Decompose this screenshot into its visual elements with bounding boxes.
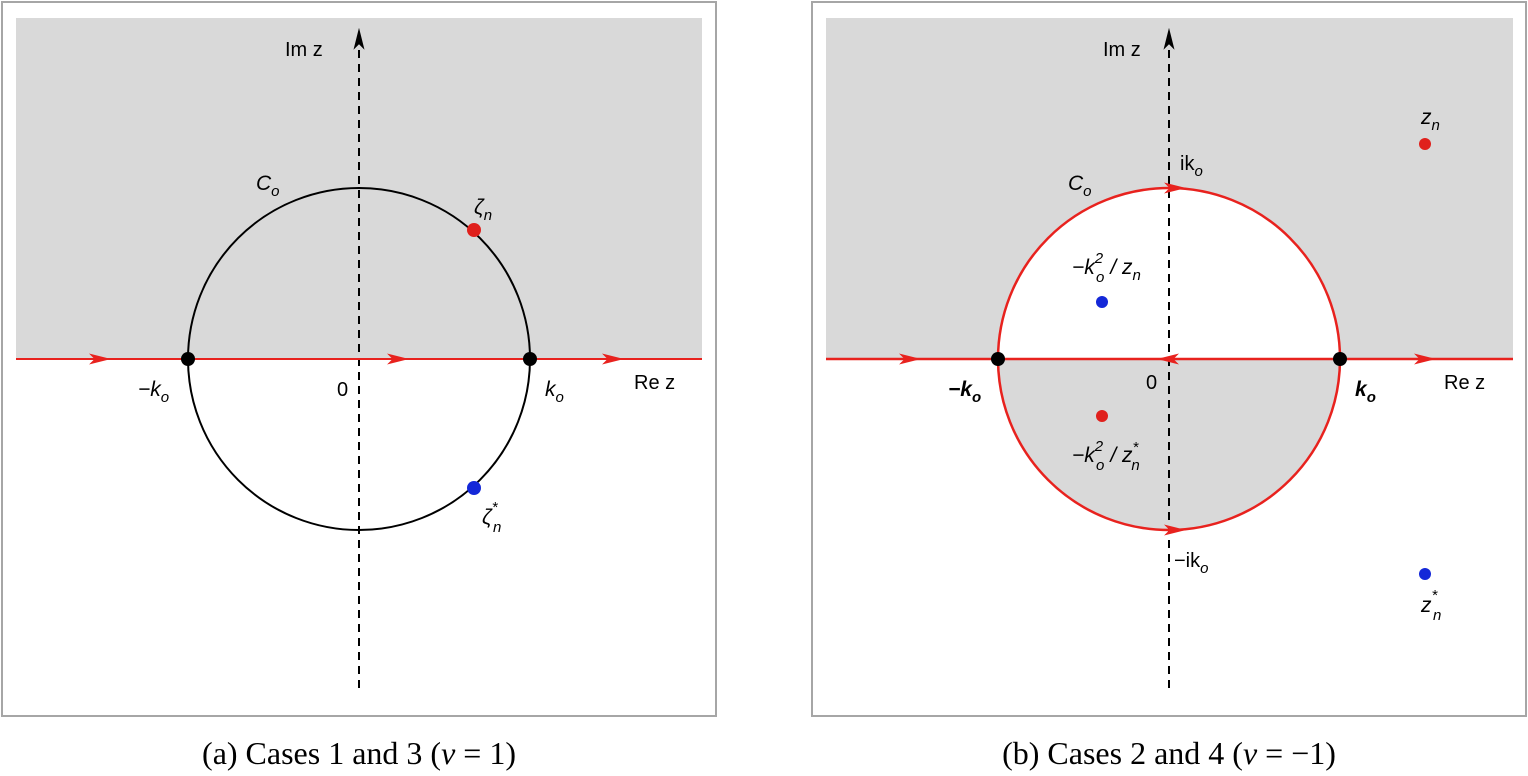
panel-b-inner-lower-label: −k2 o/ z*n (1072, 438, 1140, 474)
panel-b-contour-label: Co (1068, 172, 1092, 200)
panel-a-contour-sub: o (271, 183, 279, 200)
panel-b-z-n-star-sup: * (1432, 587, 1439, 604)
panel-b-z-n-star-main: z (1420, 594, 1432, 617)
panel-b-z-n-sub: n (1432, 117, 1440, 134)
panel-b-ik-sub: o (1194, 163, 1202, 180)
panel-b-z-n-label: zn (1420, 106, 1440, 134)
panel-b-ik-label: iko (1180, 153, 1203, 180)
panel-b-inner-lower-sub: o (1096, 457, 1104, 474)
panel-b-neg-ik-main: −ik (1174, 550, 1201, 572)
panel-a-pos-k-main: k (545, 378, 557, 401)
panel-b-contour-C: C (1068, 172, 1084, 195)
panel-a-point-zeta-star (467, 481, 481, 495)
panel-a-zeta-label: ζn (474, 196, 492, 224)
panel-b-re-label: Re z (1444, 372, 1485, 394)
panel-b-inner-upper-tail-sub: n (1133, 267, 1141, 284)
panel-b-pos-k-label: ko (1355, 378, 1376, 406)
panel-b-caption-nu: ν (1243, 735, 1258, 771)
panel-a-zeta-star-label: ζ* n (482, 499, 501, 536)
panel-a-zeta-main: ζ (474, 196, 485, 219)
panel-b-ik-main: ik (1180, 153, 1195, 175)
panel-b-upper-shading (826, 18, 1513, 359)
panel-a-zeta-star-sup: * (492, 499, 499, 516)
panel-b-im-label: Im z (1103, 39, 1141, 61)
panel-a-origin-label: 0 (337, 379, 348, 401)
panel-a-caption-suffix: = 1) (455, 735, 516, 771)
panel-b-caption: (b) Cases 2 and 4 (ν = −1) (1002, 735, 1336, 771)
panel-b-point-inner-upper (1096, 296, 1108, 308)
panel-b-inner-upper-tail: / z (1108, 256, 1133, 279)
panel-a-re-label: Re z (634, 372, 675, 394)
panel-a-caption-nu: ν (441, 735, 456, 771)
panel-a-caption-prefix: (a) Cases 1 and 3 ( (202, 735, 441, 771)
panel-b-neg-k-sub: o (972, 389, 981, 406)
panel-a-caption: (a) Cases 1 and 3 (ν = 1) (202, 735, 516, 771)
panel-b-z-n-star-sub: n (1433, 607, 1441, 624)
panel-b-neg-k-main: −k (948, 378, 973, 401)
panel-b-inner-lower-sup: 2 (1094, 438, 1104, 455)
panel-b: Im z Re z 0 Co iko −iko −ko ko zn z*n −k… (811, 1, 1527, 771)
panel-b-pos-k-sub: o (1367, 389, 1376, 406)
panel-a-neg-k-main: −k (138, 378, 162, 401)
panel-b-neg-ik-label: −iko (1174, 550, 1208, 577)
panel-a-neg-k-label: −ko (138, 378, 169, 406)
panel-b-inner-upper-main: −k (1072, 256, 1096, 279)
panel-a-zeta-star-main: ζ (482, 506, 493, 529)
panel-a-im-label: Im z (285, 39, 323, 61)
panel-b-point-neg-k (991, 352, 1005, 366)
panel-b-pos-k-main: k (1355, 378, 1368, 401)
panel-b-inner-lower-main: −k (1072, 444, 1096, 467)
panel-b-inner-lower-tail: / z (1108, 444, 1133, 467)
panel-b-neg-ik-sub: o (1200, 560, 1208, 577)
panel-b-inner-lower-tail-sub: n (1131, 457, 1139, 474)
panel-a-frame (1, 1, 717, 717)
panel-b-origin-label: 0 (1146, 372, 1157, 394)
panel-b-point-inner-lower (1096, 410, 1108, 422)
panel-a-contour-label: Co (256, 172, 280, 200)
panel-a-pos-k-label: ko (545, 378, 564, 406)
panel-b-point-pos-k (1333, 352, 1347, 366)
panel-a-point-neg-k (181, 352, 195, 366)
panel-b-contour-sub: o (1083, 183, 1091, 200)
panel-a-zeta-star-sub: n (493, 519, 501, 536)
panel-a: Im z Re z 0 Co −ko ko ζn ζ*n (a) Cases 1… (1, 1, 717, 771)
panel-a-neg-k-sub: o (161, 389, 169, 406)
panel-b-point-z-n-star (1419, 568, 1431, 580)
panel-b-z-n-main: z (1420, 106, 1432, 129)
panel-a-zeta-sub: n (484, 207, 492, 224)
panel-b-frame (811, 1, 1527, 717)
panel-a-point-pos-k (523, 352, 537, 366)
panel-b-caption-suffix: = −1) (1257, 735, 1336, 771)
panel-b-inner-lower-tail-sup: * (1133, 439, 1140, 456)
panel-b-caption-prefix: (b) Cases 2 and 4 ( (1002, 735, 1243, 771)
panel-b-point-z-n (1419, 138, 1431, 150)
panel-b-z-n-star-label: z* n (1420, 587, 1441, 624)
panel-b-inner-upper-sup: 2 (1094, 250, 1104, 267)
panel-a-contour-C: C (256, 172, 272, 195)
panel-b-inner-upper-sub: o (1096, 269, 1104, 286)
panel-a-pos-k-sub: o (556, 389, 564, 406)
panel-b-neg-k-label: −ko (948, 378, 981, 406)
panel-a-point-zeta (467, 223, 481, 237)
panel-b-inner-upper-label: −k2 o/ zn (1072, 250, 1141, 286)
